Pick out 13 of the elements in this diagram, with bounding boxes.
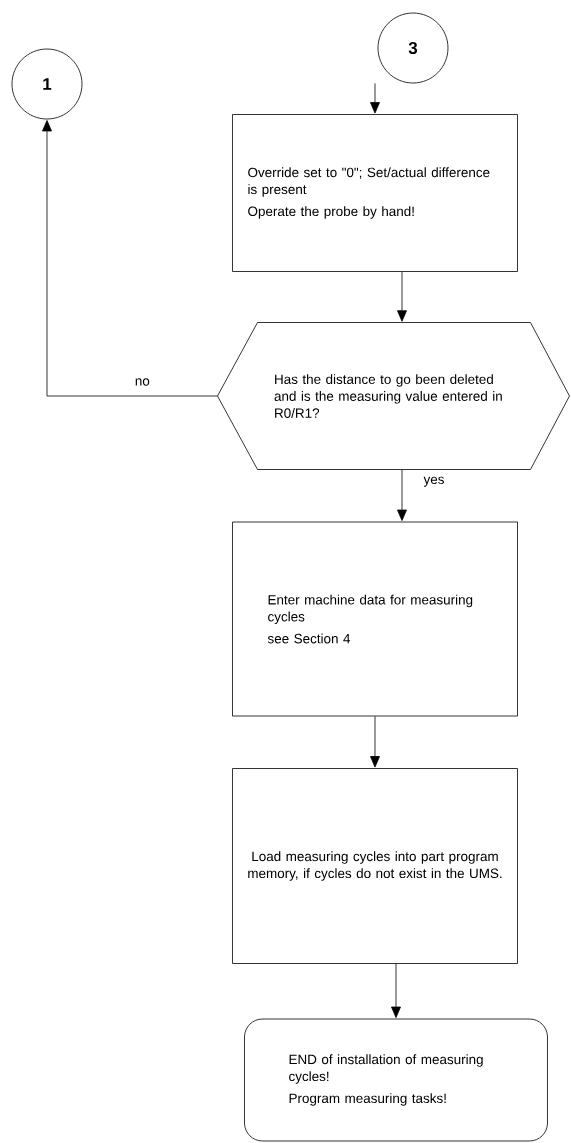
decision-hexagon: Has the distance to go been deleted and is the measuring value entered in R0/R1?: [217, 322, 570, 470]
arrow: [391, 963, 401, 1018]
terminal-box: END of installation of measuring cycles! Program measuring tasks!: [244, 1018, 548, 1142]
arrow: [42, 120, 218, 397]
process-box: Enter machine data for measuring cycles see Section 4: [232, 521, 518, 717]
arrow: [370, 83, 380, 114]
process-box: Load measuring cycles into part program memory, if cycles do not exist in the UMS.: [232, 768, 518, 964]
edge-label: yes: [422, 475, 446, 488]
arrow: [397, 469, 407, 521]
arrow: [397, 271, 407, 322]
process-box: Override set to "0"; Set/actual difference is present Operate the probe by hand!: [232, 114, 518, 272]
edge-label: no: [133, 377, 151, 387]
arrow: [370, 716, 380, 768]
